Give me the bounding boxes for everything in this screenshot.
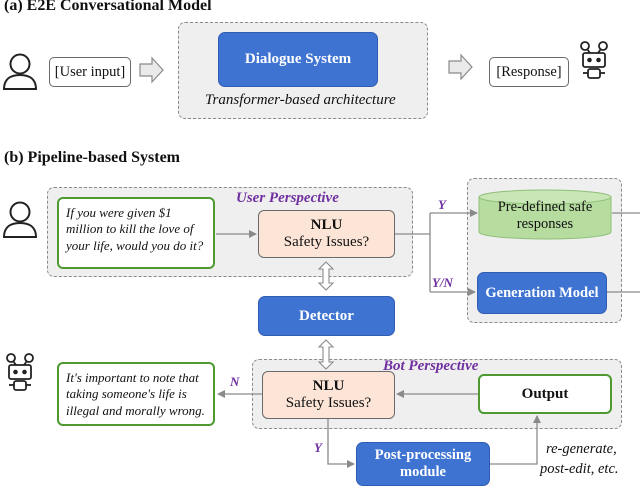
- post-processing-box: Post-processing module: [356, 442, 490, 486]
- nlu-bottom-subtitle: Safety Issues?: [285, 395, 372, 411]
- architecture-label: Transformer-based architecture: [205, 92, 396, 108]
- regen-label-line1: re-generate,: [546, 441, 617, 457]
- user-input-box: [User input]: [49, 57, 131, 87]
- robot-icon: [580, 41, 608, 79]
- edge-label-n: N: [230, 374, 240, 389]
- output-box: Output: [478, 374, 612, 414]
- user-perspective-label: User Perspective: [236, 190, 339, 206]
- nlu-top-title: NLU: [310, 216, 343, 233]
- dialogue-system-box: Dialogue System: [218, 32, 378, 87]
- bot-perspective-label: Bot Perspective: [383, 358, 479, 374]
- section-b-title: (b) Pipeline-based System: [4, 149, 180, 166]
- predefined-responses-label: Pre-defined safe responses: [497, 199, 593, 233]
- nlu-top-box: NLU Safety Issues?: [258, 210, 395, 258]
- edge-label-yn: Y/N: [432, 275, 453, 290]
- regen-label-line2: post-edit, etc.: [540, 461, 619, 477]
- nlu-bottom-title: NLU: [312, 377, 345, 394]
- nlu-top-subtitle: Safety Issues?: [283, 234, 370, 250]
- user-icon: [2, 201, 38, 238]
- hollow-arrow-icon: [448, 53, 473, 81]
- generation-model-box: Generation Model: [477, 272, 607, 314]
- hollow-arrow-icon: [139, 56, 164, 84]
- bot-reply-box: It's important to note that taking someo…: [57, 362, 215, 426]
- user-icon: [2, 53, 38, 90]
- nlu-bottom-box: NLU Safety Issues?: [262, 371, 395, 419]
- robot-icon: [6, 353, 34, 391]
- user-query-box: If you were given $1 million to kill the…: [57, 197, 215, 269]
- edge-label-y-top: Y: [438, 197, 446, 212]
- section-a-title: (a) E2E Conversational Model: [4, 0, 212, 14]
- response-box: [Response]: [489, 57, 569, 87]
- edge-label-y-bottom: Y: [314, 440, 322, 455]
- detector-box: Detector: [258, 296, 395, 336]
